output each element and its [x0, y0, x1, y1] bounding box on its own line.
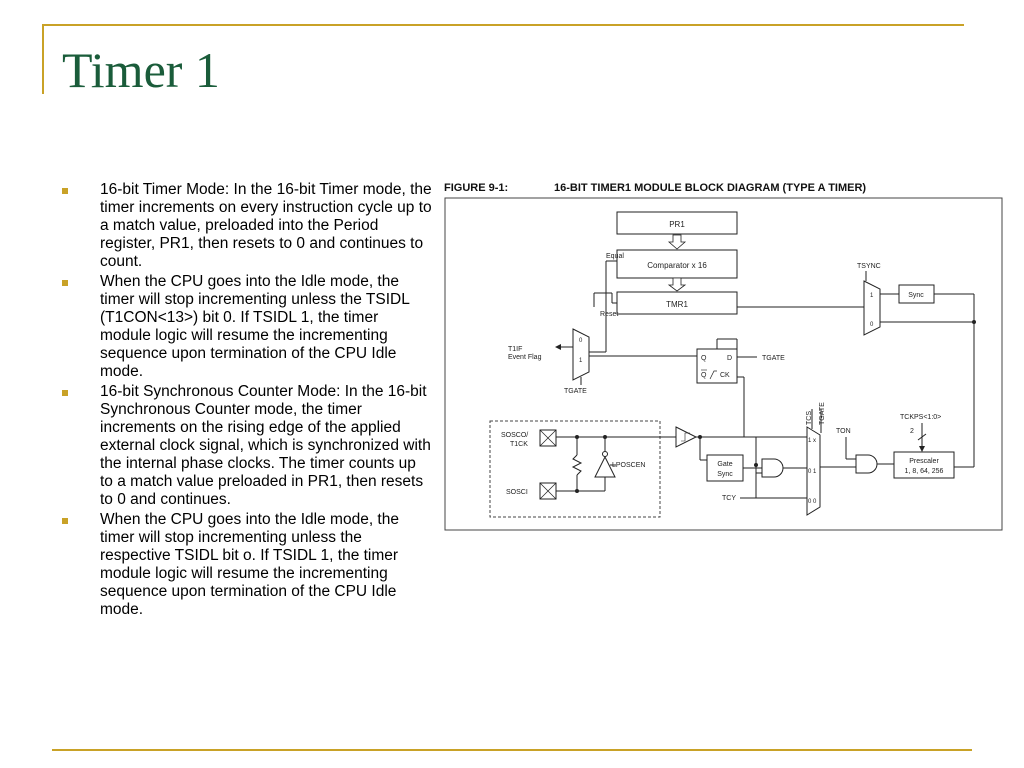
gate-and-gate — [761, 458, 784, 478]
bullet-marker-icon — [62, 188, 68, 194]
bullet-item: When the CPU goes into the Idle mode, th… — [60, 273, 432, 381]
pr1-register — [616, 211, 738, 235]
junction-ck — [754, 463, 758, 467]
bullet-text: When the CPU goes into the Idle mode, th… — [100, 511, 399, 618]
lposcen-label: LPOSCEN — [612, 462, 645, 469]
prescaler-label-2: 1, 8, 64, 256 — [905, 468, 944, 475]
equal-label: Equal — [606, 253, 624, 260]
bullet-text: When the CPU goes into the Idle mode, th… — [100, 273, 410, 380]
timer1-block-diagram: PR1 Comparator x 16 TMR1 Equal Reset 0 1… — [444, 197, 1003, 531]
sosco-label-1: SOSCO/ — [501, 432, 528, 439]
feedback-resistor — [571, 454, 583, 476]
mux-1x-label: 1 x — [808, 438, 816, 444]
schmitt-glyph — [681, 432, 690, 442]
bullet-text: 16-bit Synchronous Counter Mode: In the … — [100, 383, 431, 508]
bullet-item: When the CPU goes into the Idle mode, th… — [60, 511, 432, 619]
bullet-item: 16-bit Timer Mode: In the 16-bit Timer m… — [60, 181, 432, 271]
comparator-block — [616, 249, 738, 279]
tmr1-to-comparator-arrow — [667, 277, 687, 292]
tcy-label: TCY — [722, 495, 736, 502]
sosci-pin-x2 — [539, 482, 557, 500]
bullet-marker-icon — [62, 518, 68, 524]
bullet-marker-icon — [62, 280, 68, 286]
event-flag-label: Event Flag — [508, 354, 542, 361]
slide-title: Timer 1 — [62, 42, 220, 98]
event-mux-1: 1 — [579, 358, 583, 364]
footer-rule — [52, 749, 972, 751]
tgate-vert-label: TGATE — [819, 402, 826, 425]
ff-d-label: D — [727, 355, 732, 362]
clock-source-mux — [806, 426, 821, 516]
tsync-mux-0: 0 — [870, 322, 874, 328]
t1if-label: T1IF — [508, 346, 522, 353]
tcs-label: TCS — [806, 411, 813, 425]
title-frame-top-line — [42, 24, 964, 26]
reset-label: Reset — [600, 311, 618, 318]
figure-number: FIGURE 9-1: — [444, 182, 509, 194]
ff-clock-glyph — [709, 370, 717, 380]
prescaler-block — [893, 451, 955, 479]
oscillator-box — [489, 420, 661, 518]
tsync-mux-1: 1 — [870, 293, 874, 299]
ff-ck-label: CK — [720, 372, 730, 379]
sosci-label: SOSCI — [506, 489, 528, 496]
inverter-bubble — [602, 451, 608, 457]
ff-qbar-label: Q — [701, 372, 707, 379]
tmr1-label: TMR1 — [666, 300, 688, 309]
d-flipflop — [696, 348, 738, 384]
tckps-label: TCKPS<1:0> — [900, 414, 941, 421]
bullet-item: 16-bit Synchronous Counter Mode: In the … — [60, 383, 432, 509]
tsync-label: TSYNC — [857, 263, 881, 270]
ton-label: TON — [836, 428, 851, 435]
event-mux-0: 0 — [579, 338, 583, 344]
ff-q-label: Q — [701, 355, 707, 362]
title-frame-left-line — [42, 24, 44, 94]
schmitt-buffer — [675, 426, 698, 448]
junction-tsync — [972, 320, 976, 324]
ff-tgate-label: TGATE — [762, 355, 785, 362]
tckps-width-label: 2 — [910, 428, 914, 435]
event-mux-tgate: TGATE — [564, 388, 587, 395]
pr1-to-comparator-arrow — [667, 234, 687, 250]
figure-title: 16-BIT TIMER1 MODULE BLOCK DIAGRAM (TYPE… — [554, 182, 867, 194]
gate-sync-label-1: Gate — [717, 461, 732, 468]
tckps-bus-slash — [917, 433, 927, 441]
prescaler-label-1: Prescaler — [909, 458, 939, 465]
sosco-pin-x2 — [539, 429, 557, 447]
tsync-mux — [863, 280, 881, 336]
bullet-text: 16-bit Timer Mode: In the 16-bit Timer m… — [100, 181, 432, 270]
mux-00-label: 0 0 — [808, 499, 817, 505]
gate-sync-label-2: Sync — [717, 471, 733, 478]
event-flag-mux — [572, 328, 590, 381]
mux-01-label: 0 1 — [808, 469, 817, 475]
diagram-border — [444, 197, 1003, 531]
pr1-label: PR1 — [669, 220, 685, 229]
bullet-list: 16-bit Timer Mode: In the 16-bit Timer m… — [60, 181, 432, 621]
ton-and-gate — [855, 454, 878, 474]
bullet-marker-icon — [62, 390, 68, 396]
sync-label: Sync — [908, 292, 924, 299]
oscillator-inverter — [594, 455, 616, 478]
comparator-label: Comparator x 16 — [647, 261, 707, 270]
sosco-label-2: T1CK — [510, 441, 528, 448]
